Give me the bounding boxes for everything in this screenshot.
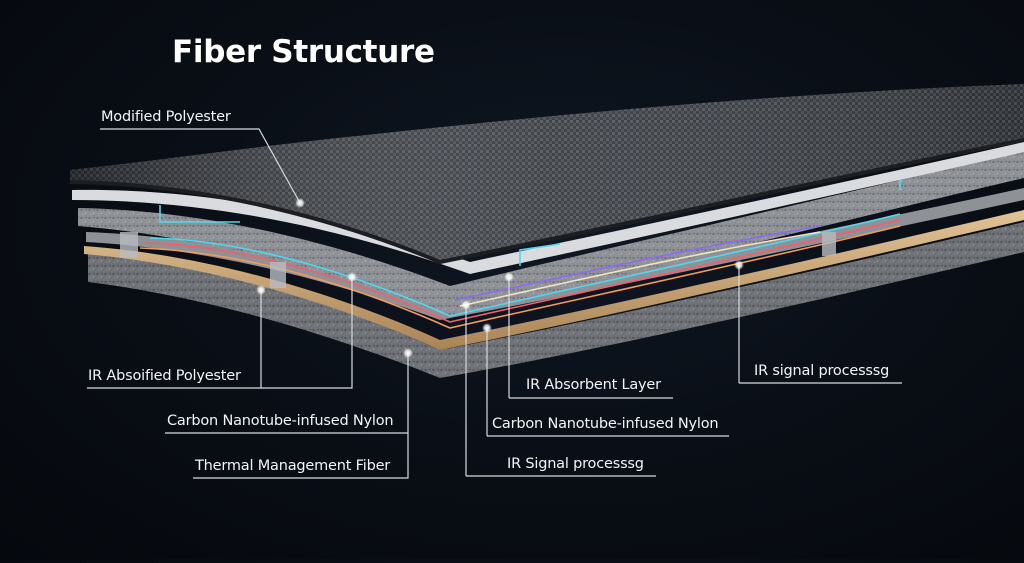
callout-label-ir-absoified-polyester: IR Absoified Polyester xyxy=(88,368,241,384)
page-title: Fiber Structure xyxy=(172,34,435,70)
callout-line-ir-absoified-2 xyxy=(261,277,353,389)
foam-upper-layer xyxy=(78,150,1024,316)
callout-dots xyxy=(256,198,744,358)
callout-line-thermal xyxy=(193,433,409,479)
callout-line-modified-polyester xyxy=(100,128,301,204)
callout-label-carbon-nanotube-right: Carbon Nanotube-infused Nylon xyxy=(492,416,719,432)
top-fabric-shade xyxy=(70,84,1024,262)
white-film-upper xyxy=(72,142,1024,274)
callout-label-carbon-nanotube-left: Carbon Nanotube-infused Nylon xyxy=(167,413,394,429)
callout-dot xyxy=(256,285,266,295)
callout-dot xyxy=(347,272,357,282)
callout-label-modified-polyester: Modified Polyester xyxy=(101,109,231,125)
callout-dot xyxy=(482,323,492,333)
callout-label-ir-signal-left: IR Signal processsg xyxy=(507,456,644,472)
callout-lines xyxy=(87,128,902,479)
foam-base-layer xyxy=(88,222,1024,378)
connector-block xyxy=(120,232,138,258)
connector-block xyxy=(822,232,836,256)
callout-label-ir-signal-right: IR signal processsg xyxy=(754,363,890,379)
callout-dot xyxy=(734,260,744,270)
callout-dot xyxy=(504,272,514,282)
callout-dot xyxy=(295,198,305,208)
callout-dot xyxy=(403,348,413,358)
callout-label-thermal-management: Thermal Management Fiber xyxy=(195,458,391,474)
connector-block xyxy=(270,262,286,288)
embedded-wiring xyxy=(139,180,901,329)
callout-dot xyxy=(461,300,471,310)
top-fabric-edge xyxy=(69,138,1024,265)
white-film-lower xyxy=(86,188,1024,320)
callout-label-ir-absorbent-layer: IR Absorbent Layer xyxy=(526,377,661,393)
